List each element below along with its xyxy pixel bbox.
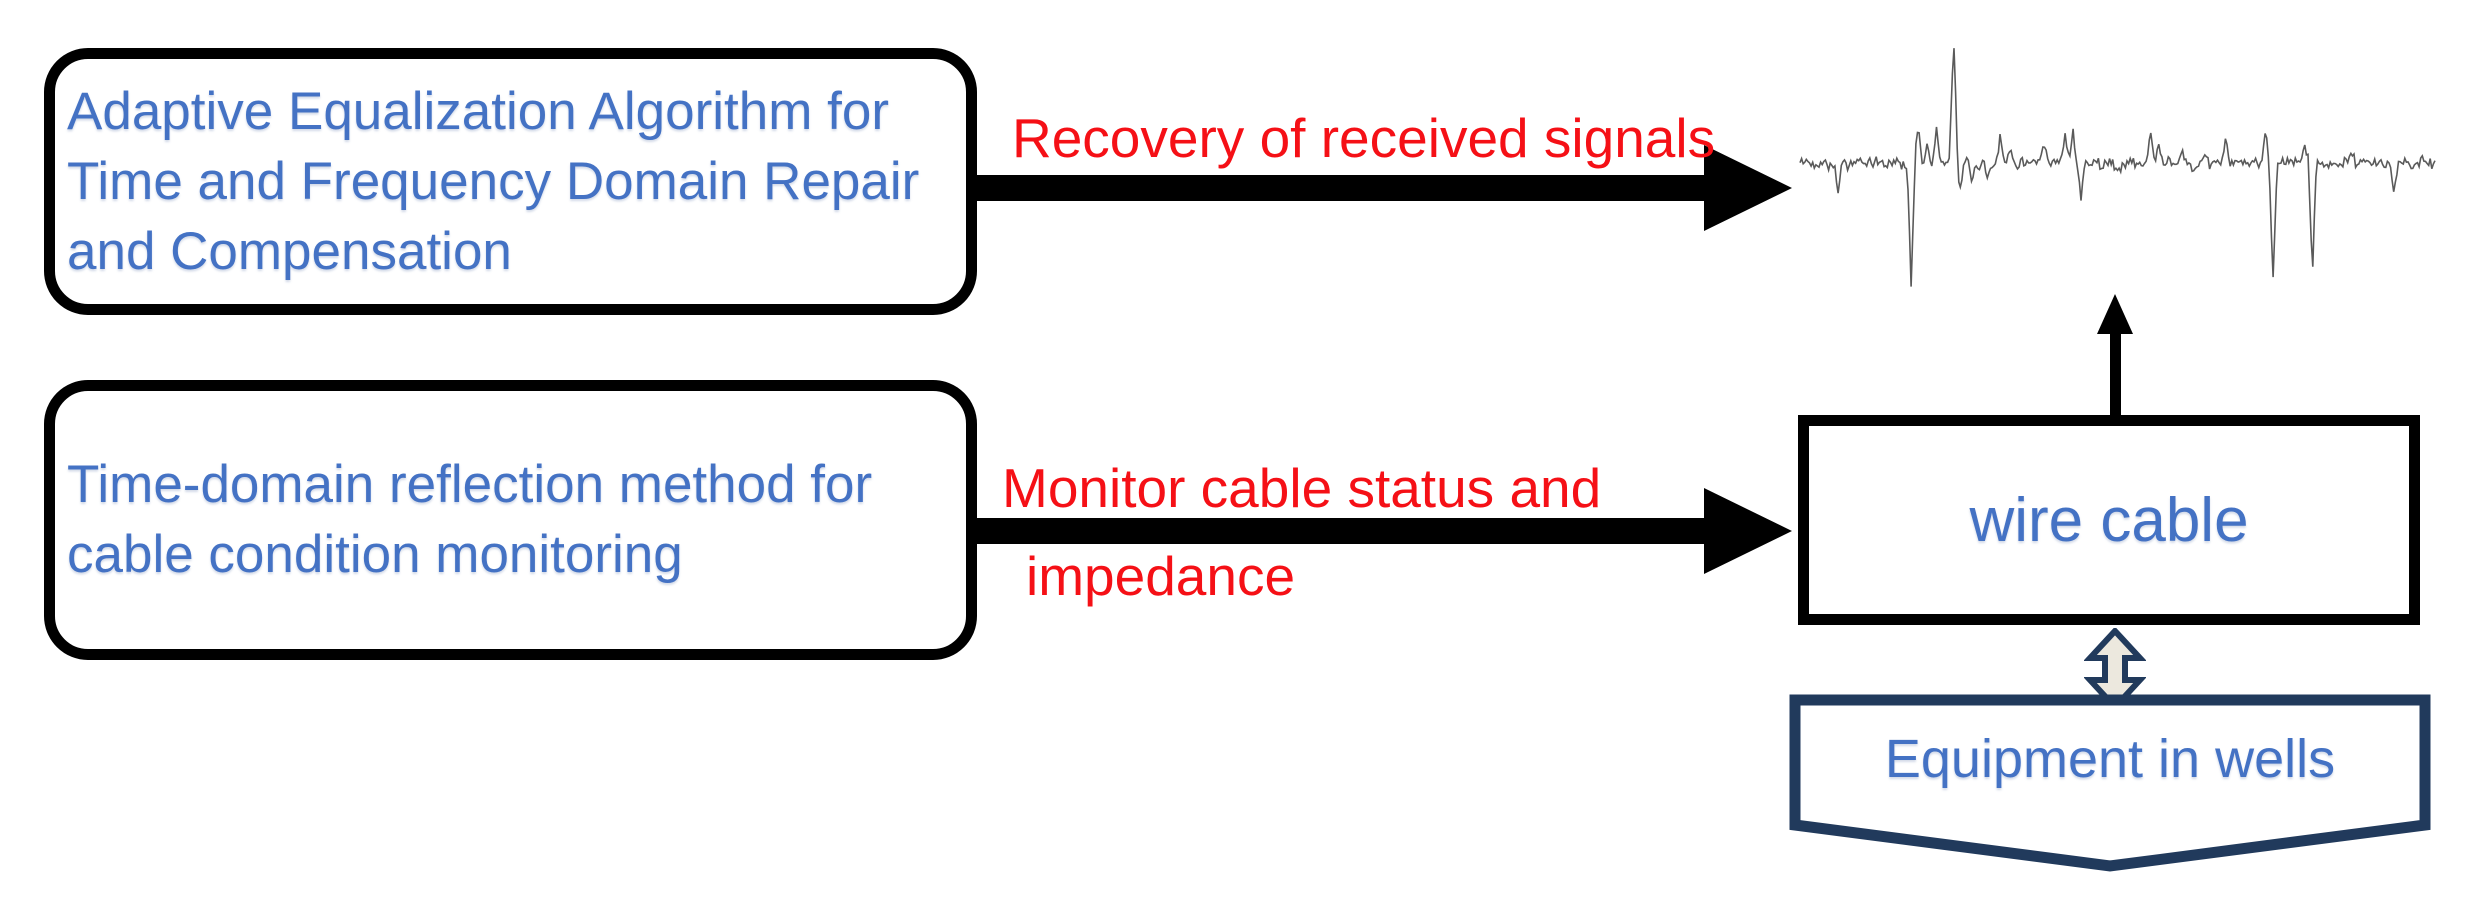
adaptive-equalization-box: Adaptive Equalization Algorithm for Time… (44, 48, 977, 315)
equipment-label: Equipment in wells (1884, 729, 2336, 789)
signal-waveform-line (1799, 48, 2436, 287)
wire-cable-label: wire cable (1969, 485, 2249, 555)
recovery-arrow-label: Recovery of received signals (1012, 107, 1716, 169)
equipment-pentagon (1789, 694, 2431, 872)
tdr-label: Time-domain reflection method for cable … (67, 455, 873, 584)
tdr-box: Time-domain reflection method for cable … (44, 380, 977, 660)
monitor-arrow-head-icon (1704, 488, 1792, 574)
wire-cable-up-arrow-shaft (2110, 330, 2121, 420)
monitor-arrow-label-line2: impedance (1026, 545, 1296, 607)
adaptive-equalization-label: Adaptive Equalization Algorithm for Time… (67, 81, 920, 281)
monitor-arrow-shaft (977, 518, 1707, 544)
wire-cable-up-arrow-head-icon (2097, 294, 2133, 334)
wire-cable-box: wire cable (1798, 415, 2420, 625)
monitor-arrow-label-line1: Monitor cable status and (1002, 457, 1602, 519)
recovery-arrow-shaft (977, 175, 1707, 201)
recovery-arrow-head-icon (1704, 145, 1792, 231)
